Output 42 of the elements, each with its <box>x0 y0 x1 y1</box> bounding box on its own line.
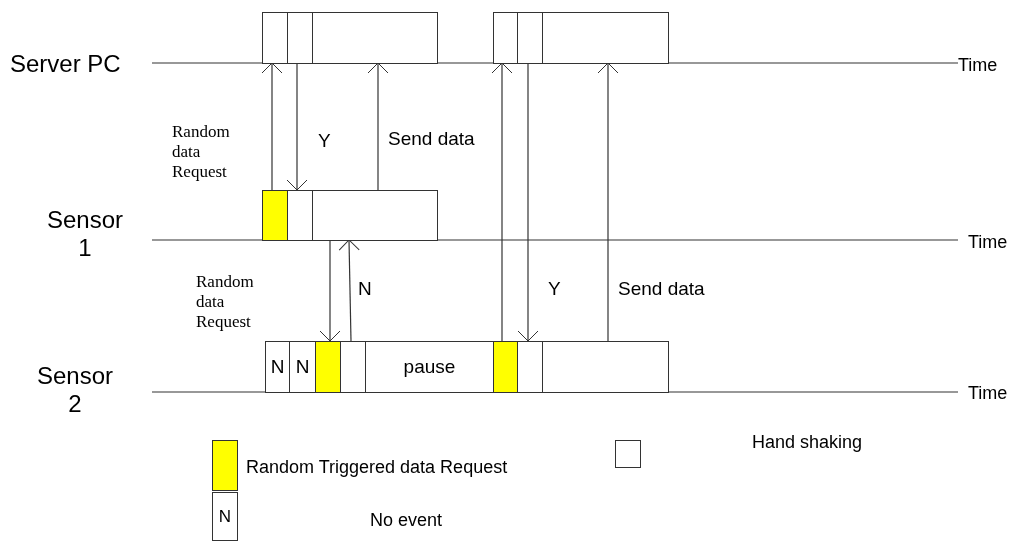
axis-label: Time <box>958 55 998 76</box>
edge-label: N <box>358 278 372 300</box>
edge-label: Y <box>548 278 561 300</box>
request-slot <box>493 341 518 393</box>
time-slot <box>312 12 438 64</box>
time-slot <box>542 12 669 64</box>
time-slot <box>312 190 438 241</box>
arrow <box>517 62 539 342</box>
edge-label: Send data <box>618 278 705 300</box>
legend-label: Random Triggered data Request <box>246 457 508 478</box>
arrow <box>367 62 389 191</box>
time-slot <box>262 12 288 64</box>
axis-label: Time <box>968 232 1008 253</box>
event-slot: pause <box>365 341 494 393</box>
legend-label: Hand shaking <box>752 432 863 453</box>
arrow <box>319 239 341 342</box>
edge-label: Y <box>318 130 331 152</box>
edge-label: Random data Request <box>172 122 231 182</box>
time-slot <box>287 190 313 241</box>
arrow <box>261 62 283 191</box>
request-slot <box>262 190 288 241</box>
time-slot <box>340 341 366 393</box>
time-slot <box>517 341 543 393</box>
time-slot <box>493 12 518 64</box>
legend-label: No event <box>370 510 443 531</box>
arrow <box>338 239 360 342</box>
arrow <box>597 62 619 342</box>
row-label: Server PC <box>10 50 121 78</box>
event-slot: N <box>265 341 290 393</box>
event-slot: N <box>289 341 316 393</box>
axis-label: Time <box>968 383 1008 404</box>
row-label: Sensor 1 <box>45 206 124 262</box>
time-slot <box>517 12 543 64</box>
time-slot <box>542 341 669 393</box>
request-slot <box>315 341 341 393</box>
edge-label: Random data Request <box>196 272 255 332</box>
edge-label: Send data <box>388 128 475 150</box>
arrow <box>491 62 513 342</box>
time-slot <box>287 12 313 64</box>
arrow <box>286 62 308 191</box>
row-label: Sensor 2 <box>35 362 114 418</box>
no-event-symbol: N <box>212 492 238 541</box>
